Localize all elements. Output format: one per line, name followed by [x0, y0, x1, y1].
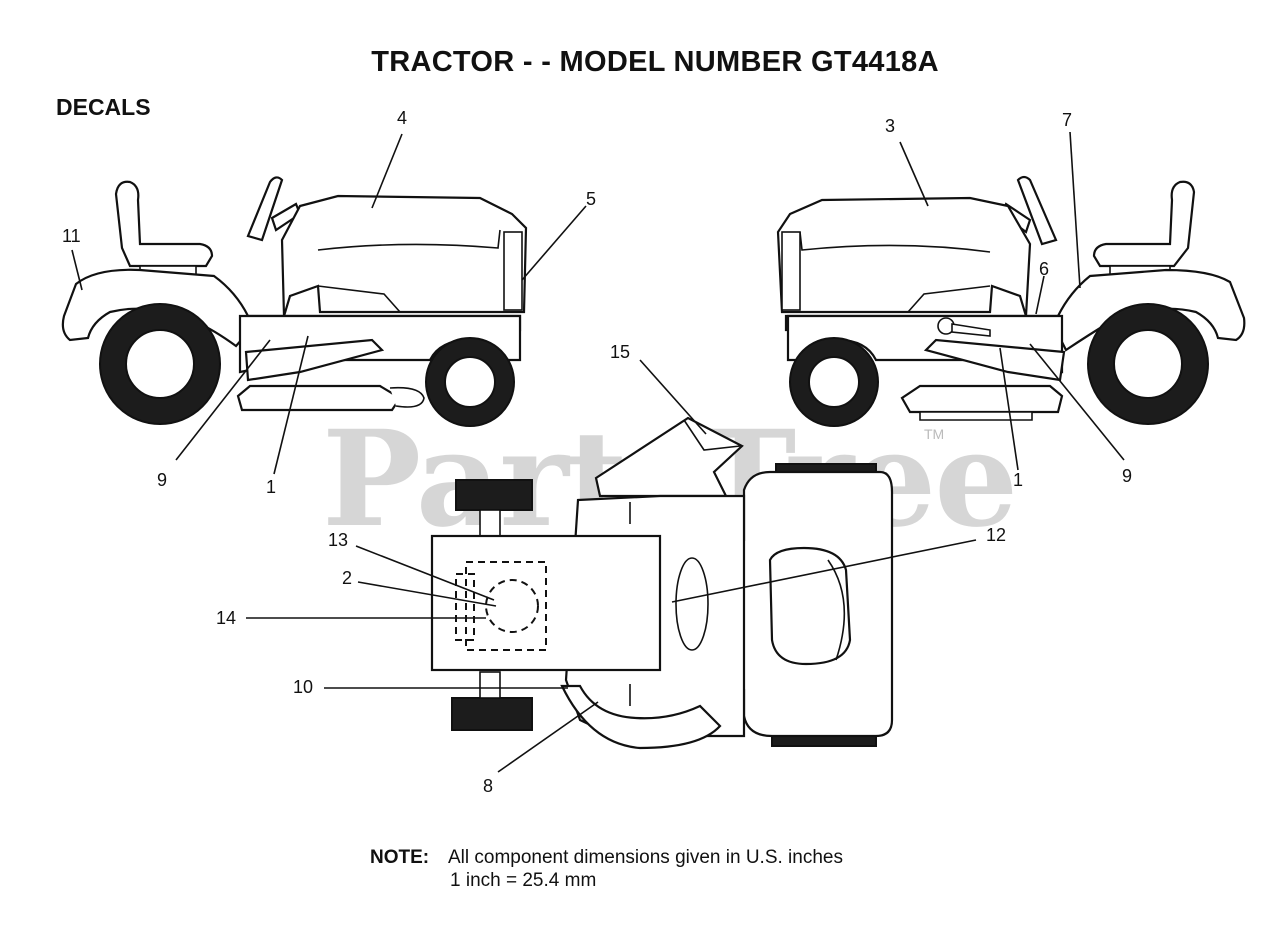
note-line-1: All component dimensions given in U.S. i…	[448, 847, 843, 868]
left-side-tractor	[61, 176, 528, 427]
trademark-mark: TM	[924, 426, 945, 442]
note-block: NOTE: All component dimensions given in U…	[370, 846, 843, 892]
callout-leaders	[71, 131, 1125, 773]
callout-5: 5	[586, 189, 596, 209]
callout-2: 2	[342, 568, 352, 588]
note-line-2: 1 inch = 25.4 mm	[450, 870, 597, 891]
callout-13: 13	[328, 530, 348, 550]
top-view-tractor	[430, 416, 894, 750]
callout-15: 15	[610, 342, 630, 362]
callout-11: 11	[62, 226, 81, 246]
callout-14: 14	[216, 608, 236, 628]
callout-9-right: 9	[1122, 466, 1132, 486]
callout-9-left: 9	[157, 470, 167, 490]
callout-4: 4	[397, 108, 407, 128]
callout-12: 12	[986, 525, 1006, 545]
page-title: TRACTOR - - MODEL NUMBER GT4418A	[371, 46, 939, 78]
callout-3: 3	[885, 116, 895, 136]
callout-6: 6	[1039, 259, 1049, 279]
callout-7: 7	[1062, 110, 1072, 130]
right-side-tractor	[776, 175, 1246, 427]
note-label: NOTE:	[370, 847, 430, 868]
callout-1-right: 1	[1013, 470, 1023, 490]
callout-8: 8	[483, 776, 493, 796]
callout-1-left: 1	[266, 477, 276, 497]
callout-10: 10	[293, 677, 313, 697]
section-heading: DECALS	[56, 94, 151, 120]
callout-numbers: 4 5 11 9 1 3 7 6 1 9 15 12 13 2 14 10 8	[62, 108, 1132, 796]
